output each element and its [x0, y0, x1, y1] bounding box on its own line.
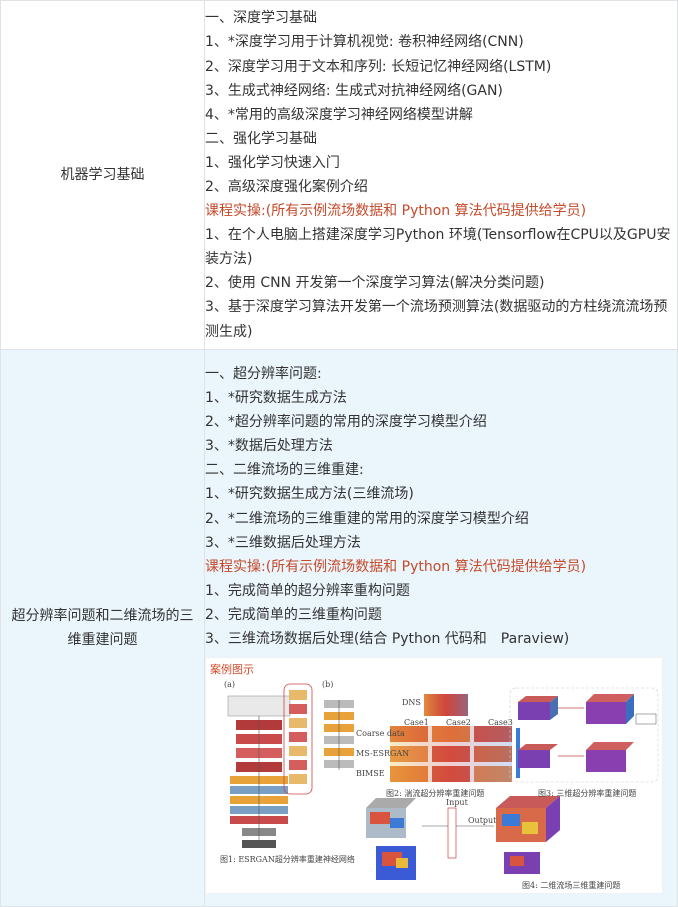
table-row-ml: 机器学习基础 一、深度学习基础 1、*深度学习用于计算机视觉: 卷积神经网络(CN…: [0, 0, 678, 350]
panel-a-label: (a): [224, 680, 236, 690]
input-label: Input: [446, 798, 468, 808]
msesrgan-label: MS-ESRGAN: [356, 749, 410, 759]
module-content-cell: 一、超分辨率问题: 1、*研究数据生成方法 2、*超分辨率问题的常用的深度学习模型介…: [204, 349, 678, 907]
content-line: 1、完成简单的超分辨率重构问题: [205, 582, 410, 599]
content-line: 1、*研究数据生成方法(三维流场): [205, 486, 414, 503]
figure-graphics: [227, 683, 659, 881]
module-label-cell: 机器学习基础: [0, 0, 205, 350]
fig3-caption: 图3: 三维超分辨率重建问题: [538, 789, 637, 799]
content-line: 一、深度学习基础: [205, 10, 317, 27]
content-line: 4、*常用的高级深度学习神经网络模型讲解: [205, 106, 473, 123]
content-lines: 一、超分辨率问题: 1、*研究数据生成方法 2、*超分辨率问题的常用的深度学习模型介…: [205, 362, 677, 651]
turbulence-sr-grid: [390, 694, 520, 783]
module-label-cell: 超分辨率问题和二维流场的三维重建问题: [0, 349, 205, 907]
content-line: 2、*二维流场的三维重建的常用的深度学习模型介绍: [205, 510, 529, 527]
content-line: 3、*数据后处理方法: [205, 438, 333, 455]
esrgan-network-diagram: [227, 683, 354, 849]
content-line: 1、在个人电脑上搭建深度学习Python 环境(Tensorflow在CPU以及…: [205, 227, 671, 268]
content-line: 1、*深度学习用于计算机视觉: 卷积神经网络(CNN): [205, 34, 524, 51]
content-line: 二、二维流场的三维重建:: [205, 462, 364, 479]
content-line: 2、完成简单的三维重构问题: [205, 606, 382, 623]
case1-label: Case1: [404, 718, 429, 728]
3d-sr-diagram: [509, 687, 659, 783]
case2-label: Case2: [446, 718, 471, 728]
bicubic-label: BIMSE: [356, 769, 385, 779]
content-line: 2、高级深度强化案例介绍: [205, 179, 368, 195]
content-line: 3、生成式神经网络: 生成式对抗神经网络(GAN): [205, 82, 503, 99]
fig2-caption: 图2: 湍流超分辨率重建问题: [386, 789, 485, 799]
content-line: 1、*研究数据生成方法: [205, 390, 347, 407]
coarse-label: Coarse data: [356, 729, 405, 739]
fig1-caption: 图1: ESRGAN超分辨率重建神经网络: [220, 855, 355, 865]
panel-b-label: (b): [322, 680, 334, 690]
case3-label: Case3: [488, 718, 513, 728]
figure-title: 案例图示: [210, 663, 254, 677]
2d-3d-reconstruction-diagram: [366, 796, 560, 881]
content-line: 3、*三维数据后处理方法: [205, 534, 361, 551]
content-line: 二、强化学习基础: [205, 130, 317, 147]
content-line: 2、使用 CNN 开发第一个深度学习算法(解决分类问题): [205, 275, 545, 292]
module-content-cell: 一、深度学习基础 1、*深度学习用于计算机视觉: 卷积神经网络(CNN) 2、深度学…: [204, 0, 678, 350]
content-line: 2、*超分辨率问题的常用的深度学习模型介绍: [205, 414, 487, 431]
practice-heading: 课程实操:(所有示例流场数据和 Python 算法代码提供给学员): [205, 203, 587, 220]
content-lines: 一、深度学习基础 1、*深度学习用于计算机视觉: 卷积神经网络(CNN) 2、深度学…: [205, 6, 677, 343]
content-line: 1、强化学习快速入门: [205, 154, 340, 171]
dns-label: DNS: [402, 698, 421, 708]
content-line: 3、三维流场数据后处理(结合 Python 代码和 Paraview): [205, 630, 570, 647]
module-label: 机器学习基础: [60, 167, 145, 183]
content-line: 3、基于深度学习算法开发第一个流场预测算法(数据驱动的方柱绕流流场预测生成): [205, 299, 668, 340]
module-label: 超分辨率问题和二维流场的三维重建问题: [11, 608, 194, 648]
content-line: 一、超分辨率问题:: [205, 365, 322, 382]
fig4-caption: 图4: 二维流场三维重建问题: [522, 881, 621, 891]
table-row-sr: 超分辨率问题和二维流场的三维重建问题 一、超分辨率问题: 1、*研究数据生成方法 2…: [0, 349, 678, 907]
practice-heading: 课程实操:(所有示例流场数据和 Python 算法代码提供给学员): [205, 558, 587, 575]
output-label: Output: [468, 816, 497, 826]
case-figure: 案例图示 (a) (b) DNS Case1 Case2 Case3 Coars…: [205, 657, 663, 895]
content-line: 2、深度学习用于文本和序列: 长短记忆神经网络(LSTM): [205, 58, 552, 75]
